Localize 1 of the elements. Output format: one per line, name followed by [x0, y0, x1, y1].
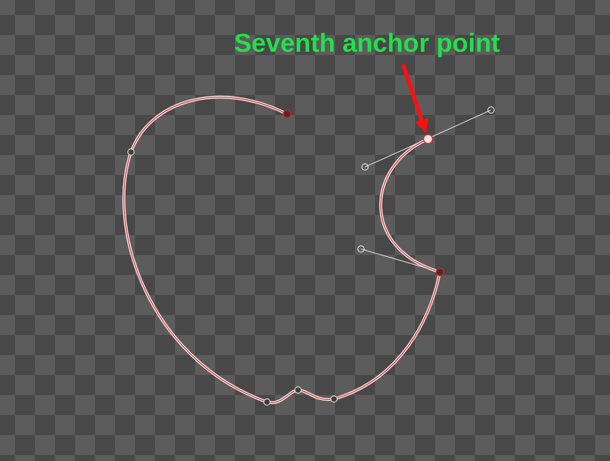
annotation-text: Seventh anchor point: [234, 32, 500, 58]
